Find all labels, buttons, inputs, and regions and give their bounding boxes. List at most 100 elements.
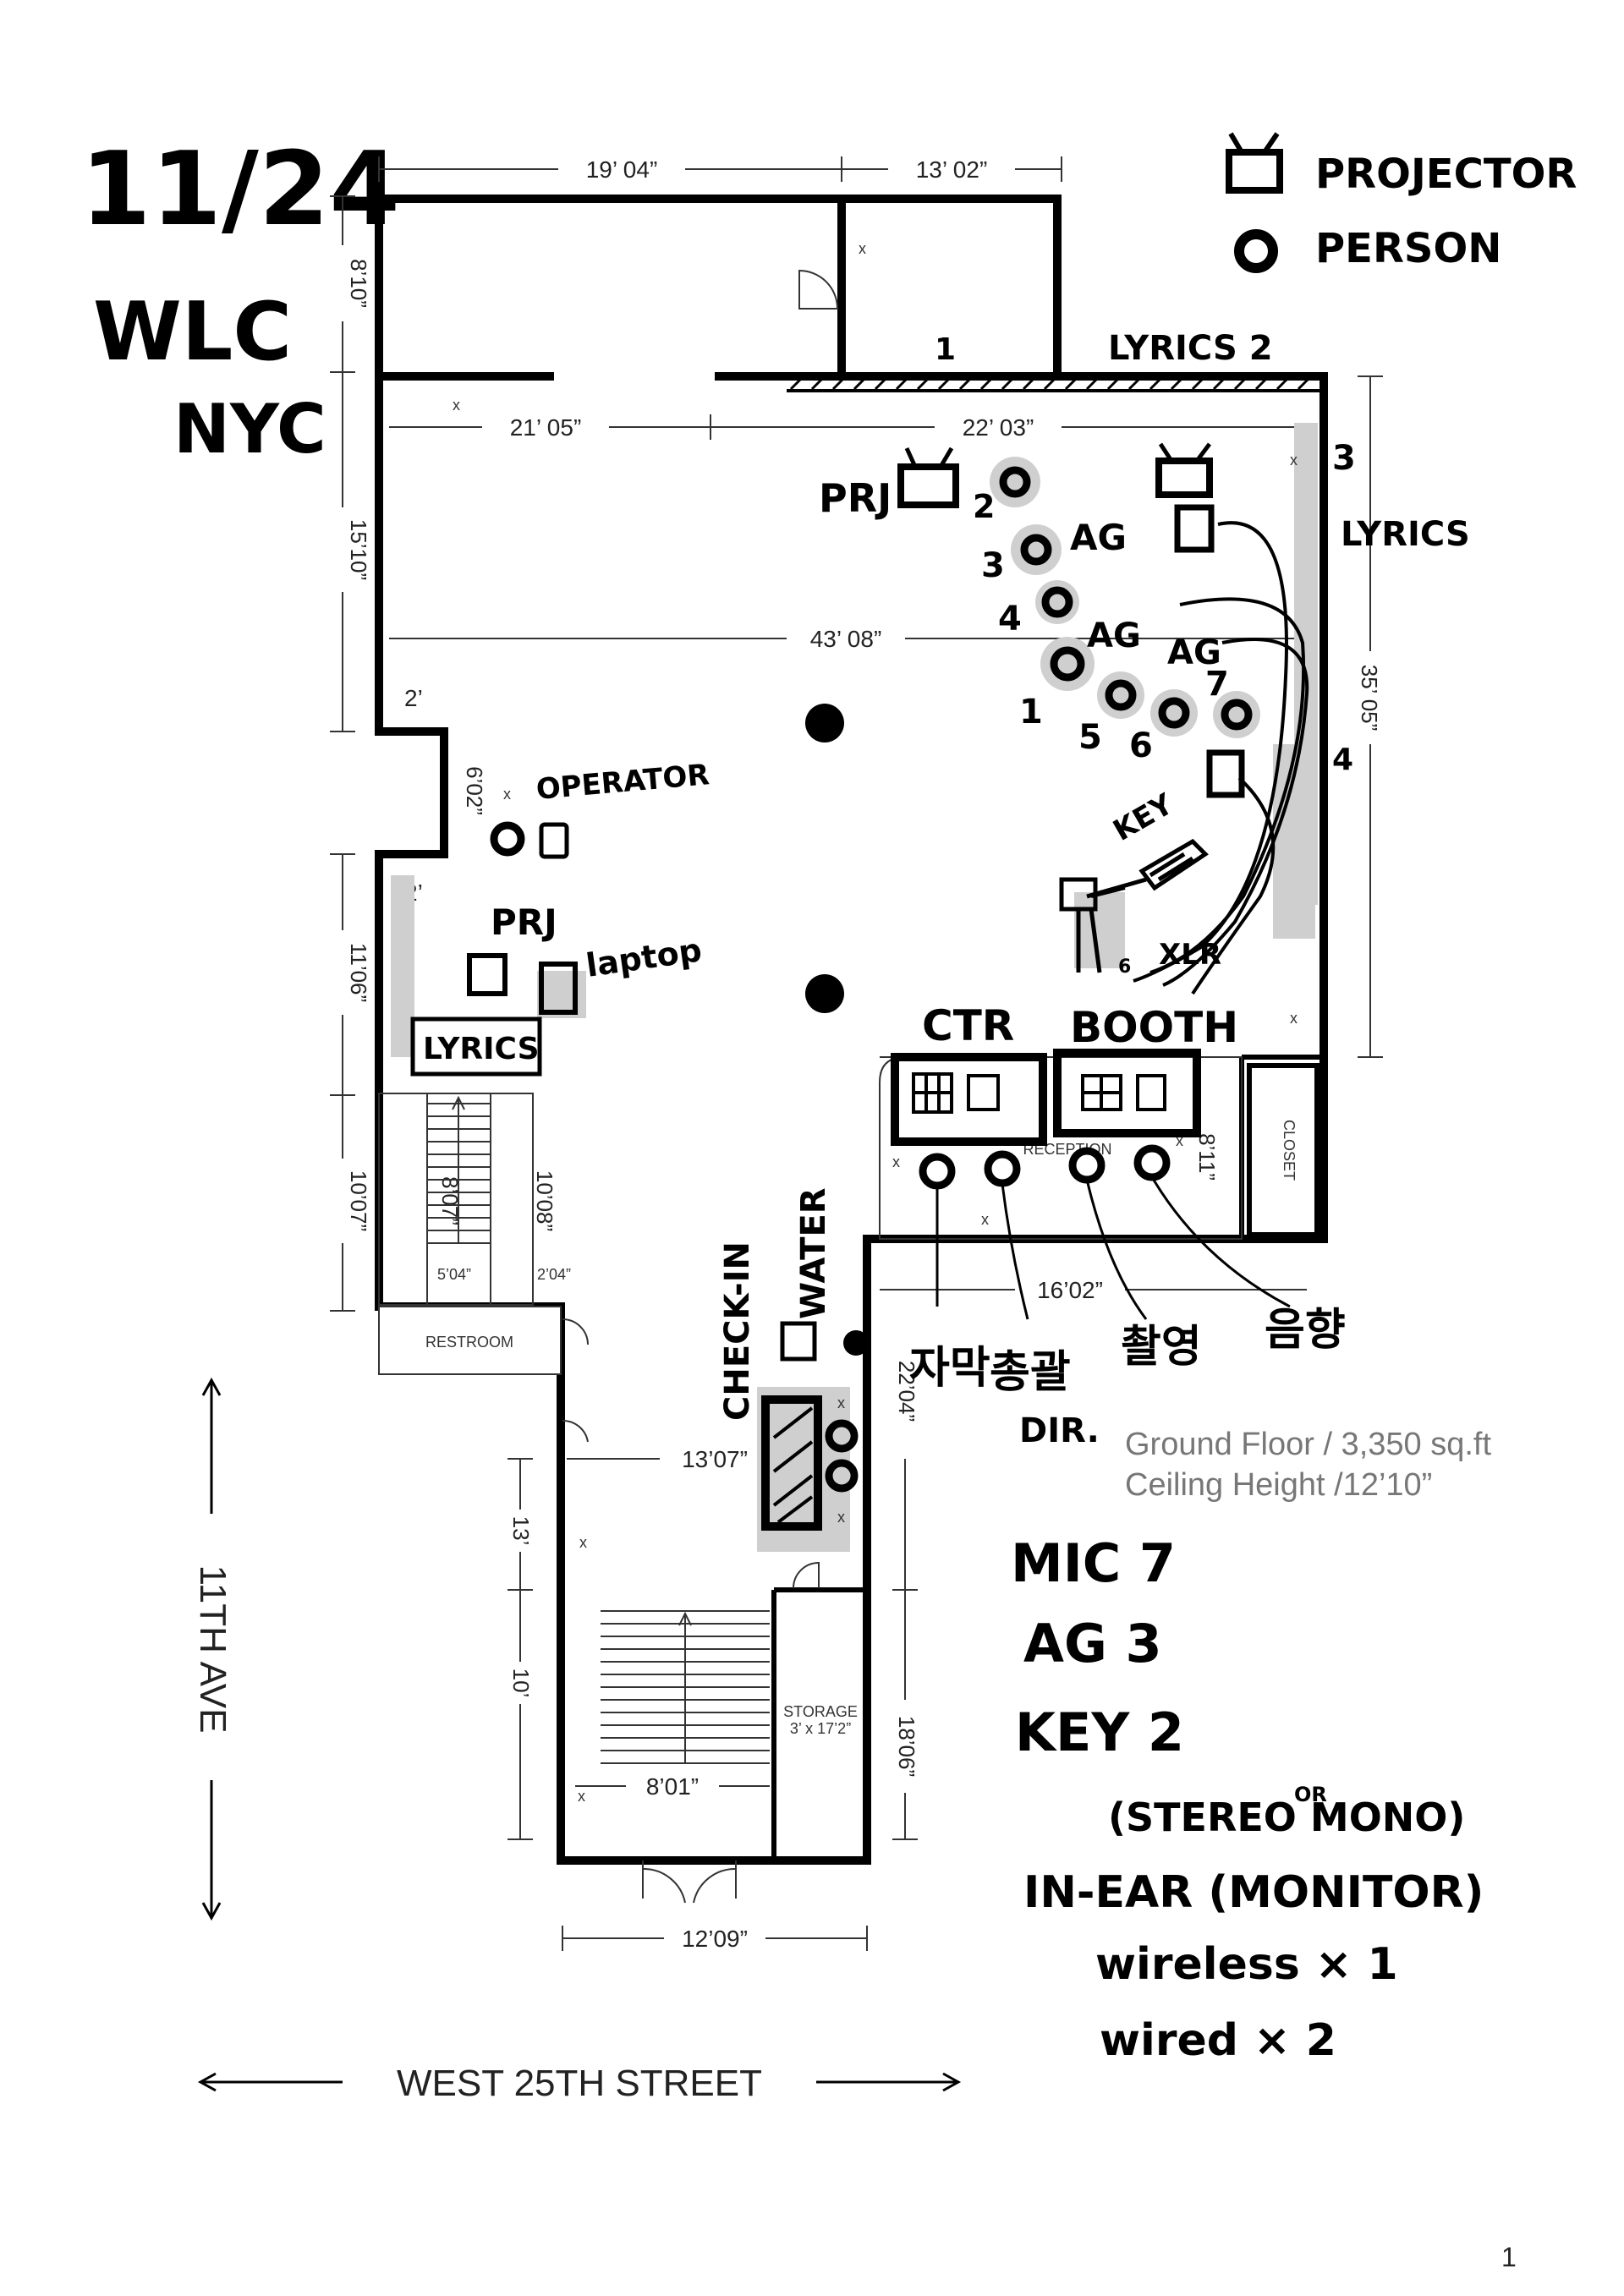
event-label: WLC	[93, 286, 292, 379]
console-icons	[912, 1072, 1166, 1114]
ctr-desk-left	[891, 1053, 1047, 1146]
person-director-icon	[984, 1150, 1021, 1187]
person-legend-icon	[1234, 229, 1278, 273]
person-6-icon	[1158, 697, 1190, 729]
dim-top-right: 13’ 02”	[916, 156, 988, 183]
storage-label: STORAGE	[783, 1703, 858, 1720]
dim-left-top: 8’10”	[346, 259, 371, 308]
checkin-table-hatch	[772, 1406, 814, 1524]
date-label: 11/24	[80, 131, 400, 249]
person-audio-icon	[1133, 1144, 1171, 1181]
dim-left-bottom: 10’07”	[346, 1170, 371, 1231]
role-subtitle: 자막	[909, 1343, 990, 1394]
column-2	[805, 974, 844, 1013]
legend: PROJECTOR PERSON	[1226, 132, 1577, 273]
outlet-markers: xxx xxx xxx xxx	[453, 240, 1298, 1805]
dim-inner-left: 21’ 05”	[510, 414, 582, 441]
prj-left-label: PRJ	[491, 901, 557, 943]
dim-left-low: 11’06”	[346, 943, 371, 1002]
walls	[375, 195, 1328, 1865]
dim-right-side: 35’ 05”	[1357, 665, 1382, 732]
legend-person-label: PERSON	[1315, 225, 1501, 272]
person-2-icon	[999, 466, 1031, 498]
wall-1-label: 1	[935, 332, 956, 367]
svg-text:x: x	[1290, 1010, 1298, 1027]
svg-text:x: x	[892, 1153, 900, 1170]
note-inear: IN-EAR (MONITOR)	[1023, 1867, 1484, 1918]
note-key-type: (STEREO MONO)	[1108, 1795, 1465, 1840]
svg-text:x: x	[1290, 452, 1298, 469]
dim-notch-top: 2’	[404, 685, 423, 711]
dim-stair-bottom-left: 5’04”	[437, 1266, 471, 1283]
svg-text:x: x	[503, 786, 511, 803]
role-audio: 음향	[1265, 1305, 1346, 1356]
column-3	[843, 1330, 869, 1356]
restroom-door-icon	[562, 1318, 589, 1443]
svg-text:x: x	[453, 397, 460, 414]
hatched-wall	[787, 377, 1320, 392]
dim-reception-right: 8’11”	[1194, 1133, 1220, 1181]
dim-corridor: 13’07”	[682, 1446, 748, 1472]
entrance-stairs	[601, 1610, 770, 1904]
person-6-number: 6	[1129, 726, 1153, 765]
dim-corridor-height: 22’04”	[894, 1361, 919, 1422]
role-director: 총괄	[990, 1347, 1071, 1398]
dim-stair-bottom-right: 2’04”	[537, 1266, 571, 1283]
restroom	[378, 1306, 562, 1375]
role-video: 촬영	[1121, 1322, 1202, 1373]
projector-top-icon	[897, 463, 959, 508]
person-1-number: 1	[1019, 693, 1043, 732]
dim-stair-right: 10’08”	[532, 1170, 557, 1231]
gray-highlights	[391, 423, 1318, 1552]
dim-top-left: 19’ 04”	[586, 156, 658, 183]
water-station-icon	[780, 1321, 817, 1362]
street-arrows	[197, 1377, 962, 2092]
dim-alcove: 6’02”	[462, 766, 487, 815]
person-7-icon	[1221, 699, 1253, 731]
street-label: WEST 25TH STREET	[397, 2063, 762, 2104]
dim-width-mid: 43’ 08”	[810, 626, 882, 652]
note-key: KEY 2	[1015, 1701, 1184, 1763]
person-3-number: 3	[981, 546, 1005, 585]
note-key-or: OR	[1294, 1783, 1327, 1806]
ctr-desk-right	[1053, 1049, 1201, 1137]
svg-text:x: x	[981, 1211, 989, 1228]
floor-info-line1: Ground Floor / 3,350 sq.ft	[1125, 1427, 1491, 1462]
key-label: KEY	[1108, 787, 1180, 848]
svg-text:x: x	[578, 1788, 585, 1805]
svg-text:x: x	[859, 240, 866, 257]
person-1-icon	[1050, 646, 1085, 682]
closet-label: CLOSET	[1281, 1120, 1298, 1181]
wall-4-label: 4	[1332, 743, 1353, 777]
dim-lower-right: 18’06”	[894, 1716, 919, 1777]
svg-text:x: x	[837, 1509, 845, 1526]
ag-2-label: AG	[1087, 616, 1141, 655]
ctr-label: CTR	[922, 1001, 1014, 1050]
page-number: 1	[1501, 2242, 1517, 2272]
note-wireless: wireless × 1	[1095, 1939, 1398, 1990]
ag-3-label: AG	[1167, 633, 1221, 672]
person-4-icon	[1041, 586, 1073, 618]
person-4-number: 4	[998, 600, 1022, 638]
operator-label: OPERATOR	[535, 758, 710, 807]
lyrics-monitor-box	[410, 1016, 542, 1077]
stair-room	[378, 1093, 534, 1306]
xlr-count: 6	[1118, 956, 1131, 978]
checkin-person-1-icon	[825, 1419, 859, 1453]
svg-text:x: x	[1176, 1132, 1183, 1149]
dim-lower-a: 13’	[508, 1516, 534, 1546]
lyrics-monitor-label: LYRICS	[423, 1032, 540, 1066]
note-wired: wired × 2	[1100, 2015, 1336, 2066]
xlr-label: XLR	[1159, 938, 1221, 972]
dim-left-mid: 15’10”	[346, 519, 371, 580]
booth-label: BOOTH	[1070, 1003, 1238, 1052]
laptop-label: laptop	[584, 931, 704, 984]
operator-person-icon	[490, 821, 525, 857]
lyrics-3-label: LYRICS	[1341, 515, 1470, 554]
prj-top-label: PRJ	[819, 475, 892, 521]
column-1	[805, 704, 844, 743]
projector-left-icon	[467, 953, 508, 996]
storage-size: 3’ x 17’2”	[790, 1720, 851, 1737]
projector-right-icon	[1155, 458, 1213, 498]
